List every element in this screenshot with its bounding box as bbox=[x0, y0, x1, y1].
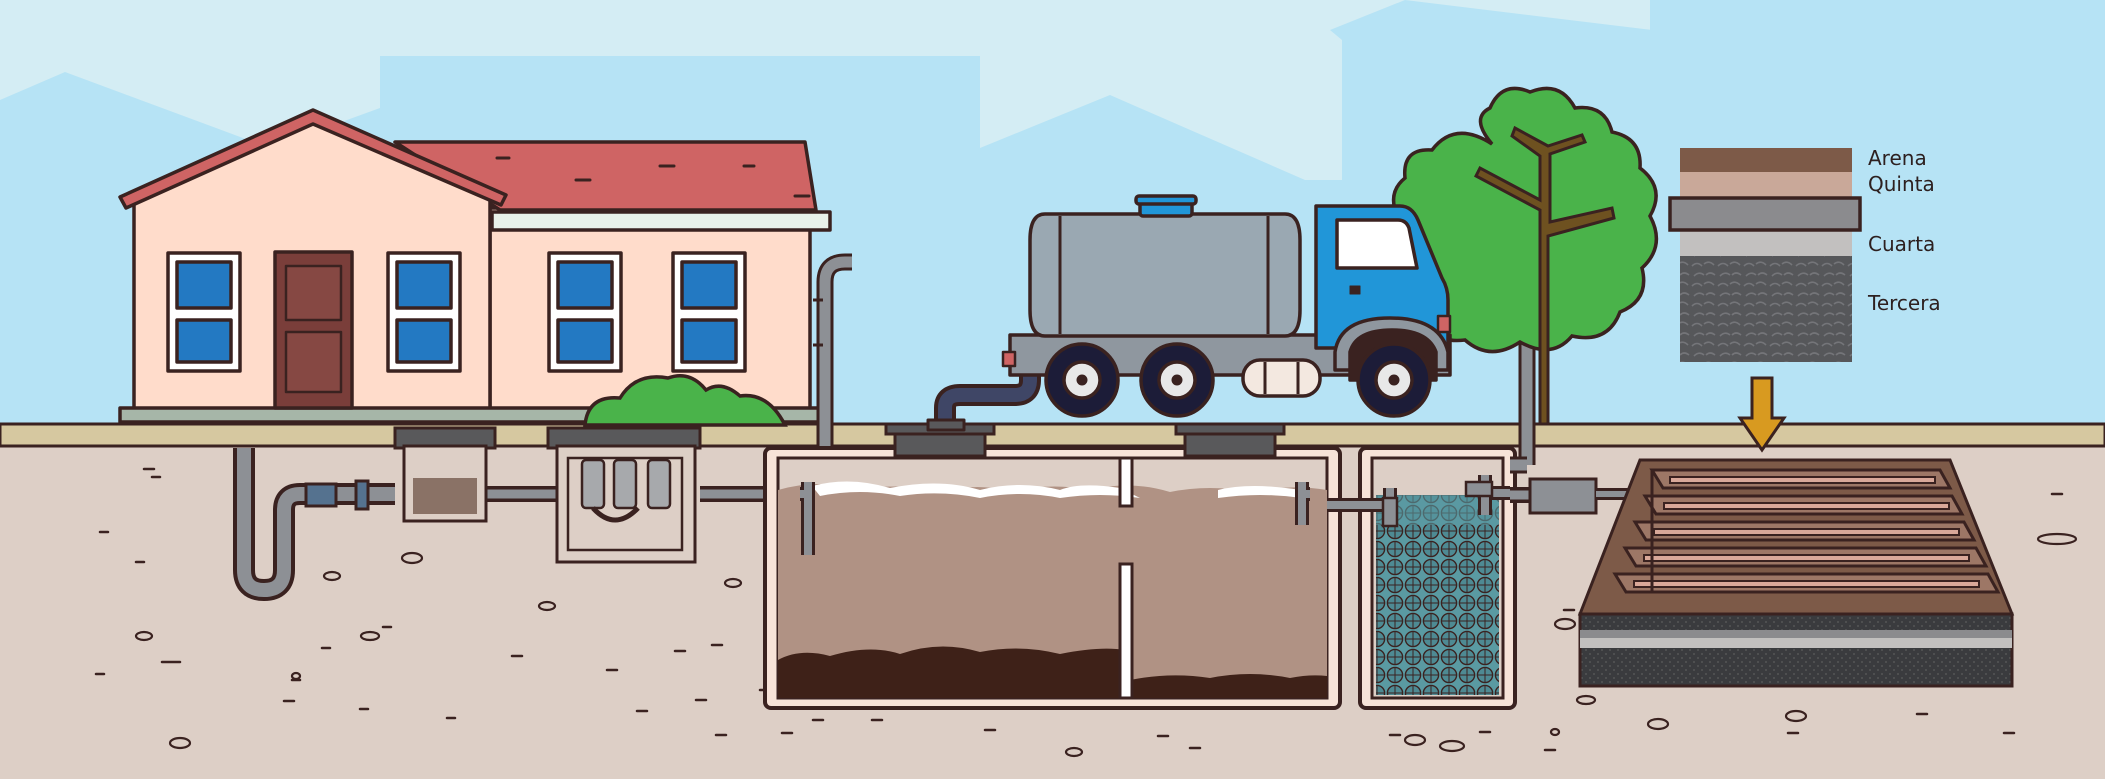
layer-quinta-swatch bbox=[1680, 172, 1852, 198]
window bbox=[673, 253, 745, 371]
layer-quinta-label: Quinta bbox=[1868, 172, 1935, 196]
window bbox=[168, 253, 240, 371]
layer-tercera-label: Tercera bbox=[1867, 291, 1941, 315]
window bbox=[388, 253, 460, 371]
layer-arena-label: Arena bbox=[1868, 146, 1927, 170]
leach-field bbox=[1580, 460, 2012, 686]
front-door bbox=[275, 252, 352, 408]
filter-layer-stack bbox=[1670, 148, 1860, 362]
inspection-box bbox=[548, 428, 700, 562]
septic-tank bbox=[765, 424, 1340, 708]
layer-cuarta-label: Cuarta bbox=[1868, 232, 1935, 256]
house bbox=[120, 110, 830, 422]
layer-arena-swatch bbox=[1680, 148, 1852, 172]
window bbox=[549, 253, 621, 371]
grease-trap-box bbox=[395, 428, 495, 521]
